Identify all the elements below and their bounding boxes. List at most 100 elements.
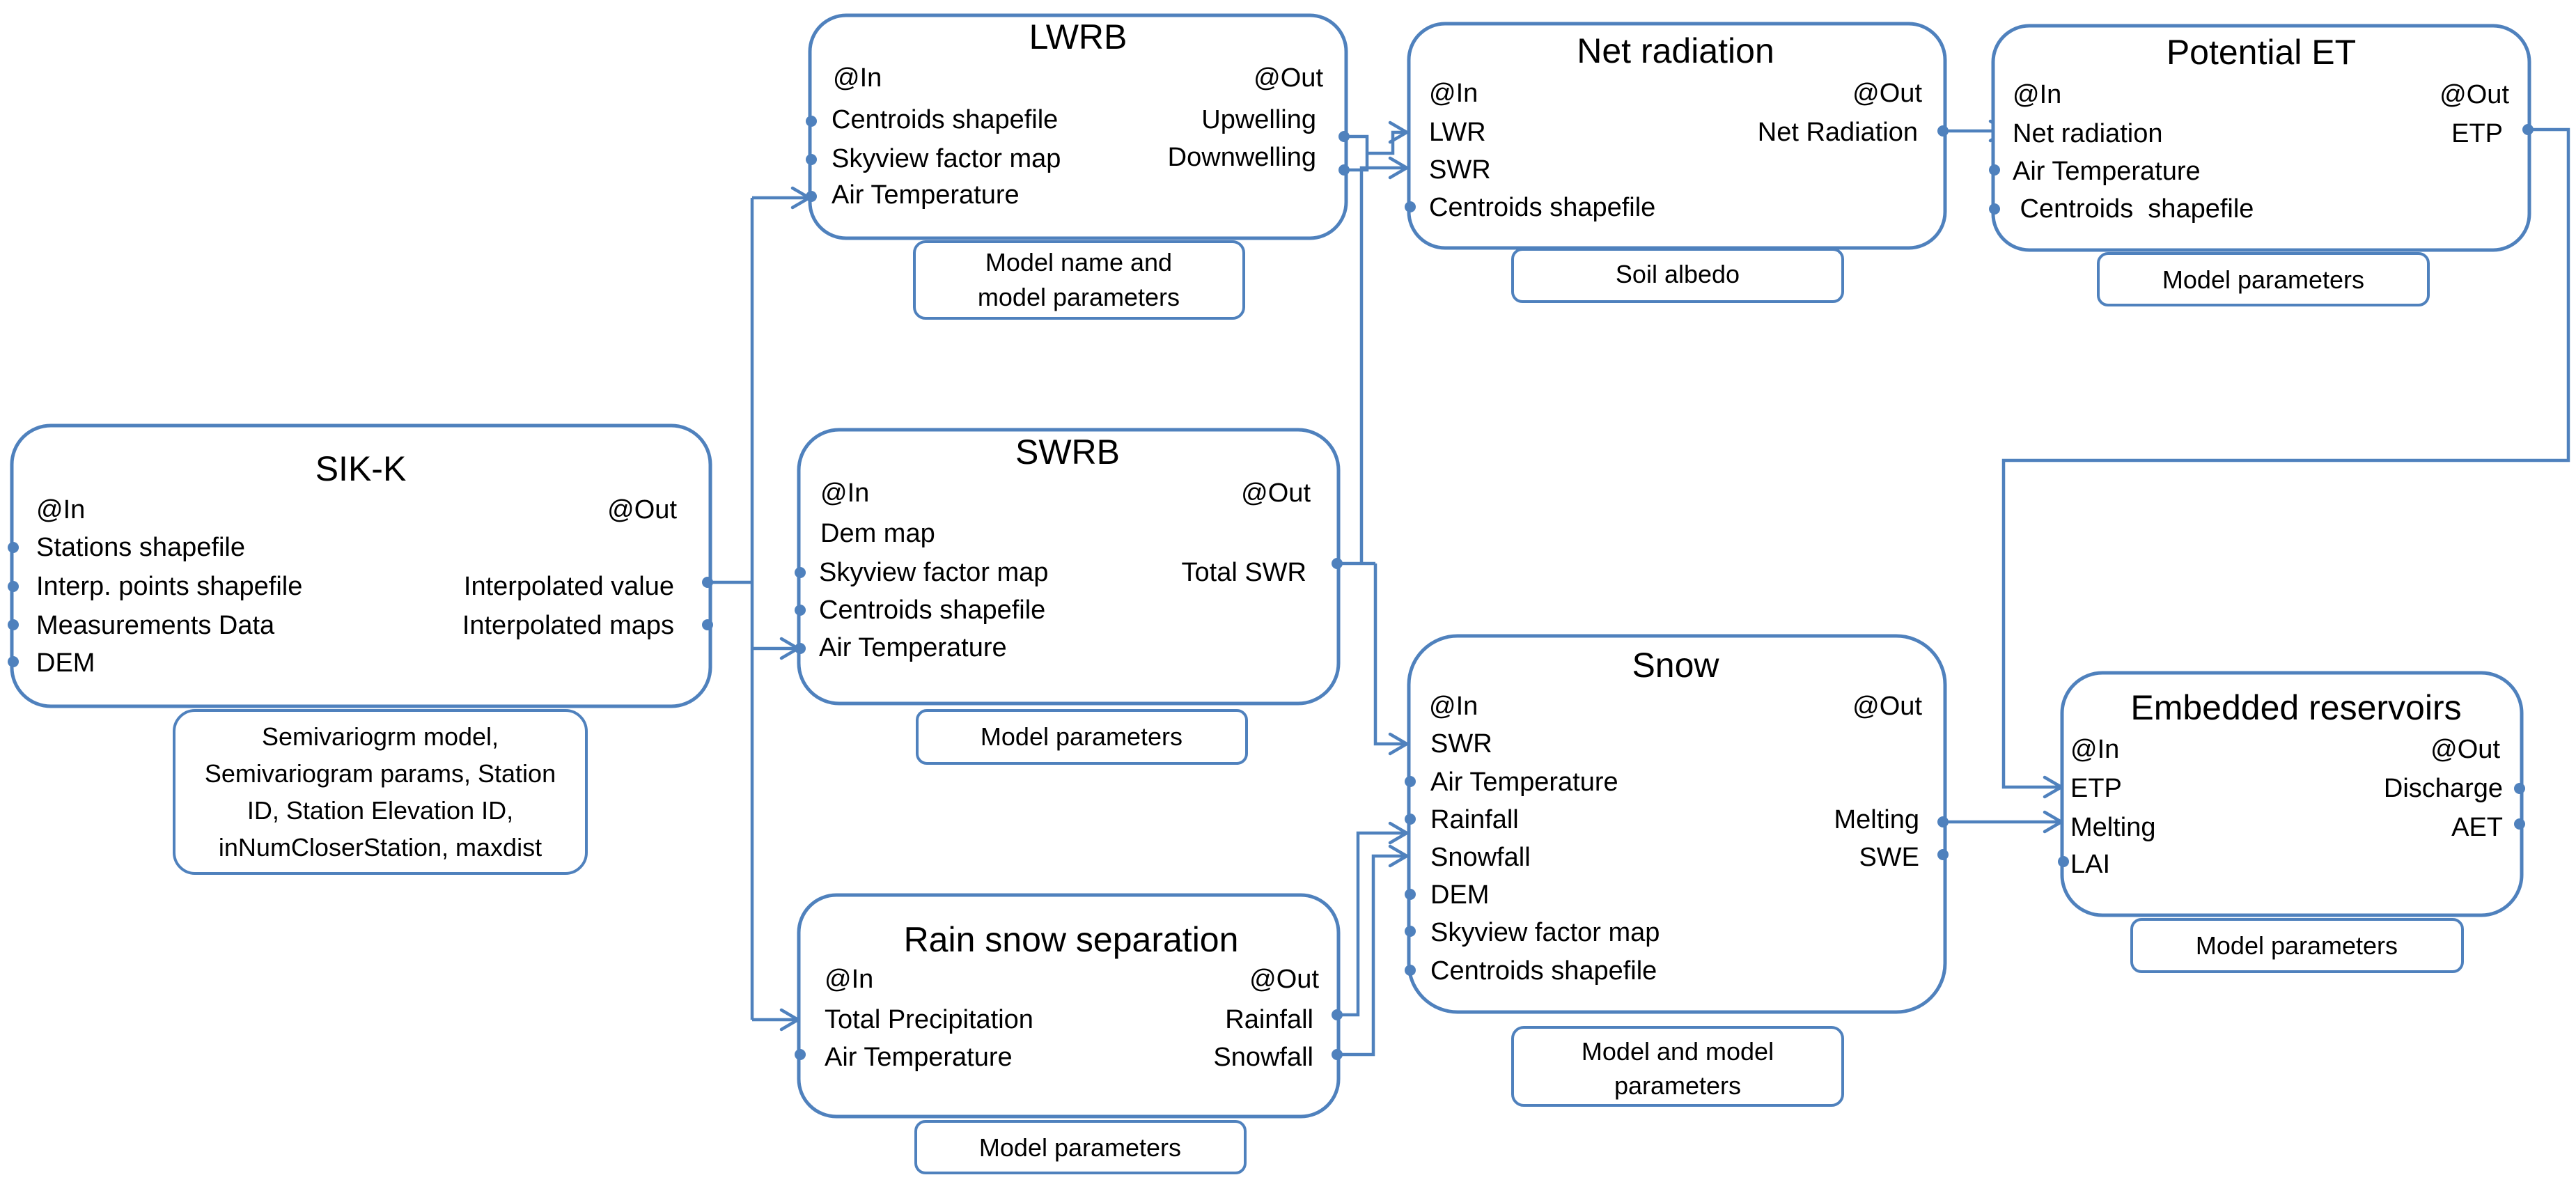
snow-title: Snow <box>1632 646 1719 685</box>
output-port[interactable] <box>702 577 713 588</box>
lwrb-out-header: @Out <box>1254 63 1323 93</box>
snow-input: SWR <box>1430 729 1492 759</box>
net-radiation-params-line: Soil albedo <box>1616 260 1740 288</box>
sikk-input: Measurements Data <box>36 611 275 640</box>
potential-et-params-line: Model parameters <box>2162 265 2364 294</box>
output-port[interactable] <box>2514 818 2525 830</box>
net-radiation-params-box <box>1511 248 1844 303</box>
connector-rainfall-to-snow <box>1337 831 1405 1017</box>
output-port[interactable] <box>1937 125 1949 137</box>
input-port[interactable] <box>806 154 817 165</box>
potential-et-params[interactable]: Model parameters <box>2097 252 2430 306</box>
net-radiation-params[interactable]: Soil albedo <box>1511 248 1844 303</box>
snow-input: Rainfall <box>1430 805 1519 834</box>
sikk-out-header: @Out <box>607 495 677 524</box>
lwrb-output: Upwelling <box>1201 105 1316 134</box>
component-swrb[interactable]: SWRB @In @Out Dem map Skyview factor map… <box>795 428 1343 706</box>
swrb-input: Dem map <box>820 519 935 548</box>
swrb-params[interactable]: Model parameters <box>916 709 1248 765</box>
component-lwrb[interactable]: LWRB @In @Out Centroids shapefile Skyvie… <box>806 13 1350 240</box>
lwrb-params[interactable]: Model name and model parameters <box>913 240 1245 320</box>
swrb-in-header: @In <box>820 479 869 508</box>
input-port[interactable] <box>1405 965 1416 976</box>
connectors <box>705 119 2570 1057</box>
input-port[interactable] <box>2058 856 2069 867</box>
potential-et-output: ETP <box>2451 119 2503 148</box>
net-radiation-input: SWR <box>1429 155 1491 185</box>
snow-output: SWE <box>1859 843 1919 872</box>
snow-in-header: @In <box>1429 692 1478 721</box>
component-snow[interactable]: Snow @In @Out SWR Air Temperature Rainfa… <box>1405 634 1949 1014</box>
output-port[interactable] <box>1338 131 1350 142</box>
connector-lwrb-to-net-radiation <box>1367 130 1405 155</box>
sikk-params-line: Semivariogrm model, <box>262 722 499 751</box>
input-port[interactable] <box>1405 926 1416 937</box>
input-port[interactable] <box>795 1049 806 1060</box>
snow-params[interactable]: Model and model parameters <box>1511 1026 1844 1107</box>
swrb-input: Skyview factor map <box>819 558 1048 587</box>
reservoirs-params[interactable]: Model parameters <box>2130 918 2464 973</box>
input-port[interactable] <box>1405 776 1416 787</box>
output-port[interactable] <box>1332 558 1343 569</box>
input-port[interactable] <box>806 116 817 127</box>
input-port[interactable] <box>8 619 19 630</box>
rain-snow-out-header: @Out <box>1249 965 1319 994</box>
rain-snow-output: Snowfall <box>1213 1043 1313 1072</box>
input-port[interactable] <box>1405 889 1416 900</box>
reservoirs-title: Embedded reservoirs <box>2130 688 2461 727</box>
input-port[interactable] <box>795 643 806 654</box>
snow-params-line: parameters <box>1614 1071 1741 1100</box>
component-embedded-reservoirs[interactable]: Embedded reservoirs @In @Out ETP Melting… <box>2058 671 2525 917</box>
input-port[interactable] <box>806 191 817 202</box>
input-port[interactable] <box>8 542 19 553</box>
arrowhead <box>1388 821 1409 845</box>
swrb-params-line: Model parameters <box>981 722 1182 751</box>
input-port[interactable] <box>1405 814 1416 825</box>
net-radiation-in-header: @In <box>1429 79 1478 108</box>
component-net-radiation[interactable]: Net radiation @In @Out LWR SWR Centroids… <box>1405 22 1949 250</box>
potential-et-box <box>1991 24 2531 252</box>
reservoirs-output: Discharge <box>2384 774 2503 803</box>
output-port[interactable] <box>1332 1009 1343 1020</box>
output-port[interactable] <box>702 619 713 630</box>
input-port[interactable] <box>1405 201 1416 212</box>
output-port[interactable] <box>1937 816 1949 827</box>
input-port[interactable] <box>795 567 806 578</box>
output-port[interactable] <box>2522 124 2534 135</box>
swrb-params-box <box>916 709 1248 765</box>
input-port[interactable] <box>1989 203 2000 215</box>
rain-snow-params-box <box>914 1120 1247 1174</box>
arrowhead <box>1388 844 1409 868</box>
component-rain-snow-separation[interactable]: Rain snow separation @In @Out Total Prec… <box>795 893 1343 1119</box>
rain-snow-params[interactable]: Model parameters <box>914 1120 1247 1174</box>
sikk-title: SIK-K <box>315 449 407 488</box>
input-port[interactable] <box>8 656 19 667</box>
input-port[interactable] <box>795 605 806 616</box>
lwrb-input: Air Temperature <box>832 180 1020 210</box>
rain-snow-input: Total Precipitation <box>825 1005 1033 1034</box>
net-radiation-input: Centroids shapefile <box>1429 193 1655 222</box>
net-radiation-input: LWR <box>1429 118 1486 147</box>
lwrb-params-line: Model name and <box>985 248 1172 277</box>
reservoirs-in-header: @In <box>2070 735 2119 764</box>
sikk-params[interactable]: Semivariogrm model, Semivariogram params… <box>173 709 588 875</box>
output-port[interactable] <box>2514 783 2525 794</box>
input-port[interactable] <box>1989 164 2000 176</box>
rain-snow-input: Air Temperature <box>825 1043 1013 1072</box>
net-radiation-output: Net Radiation <box>1758 118 1918 147</box>
lwrb-params-box <box>913 240 1245 320</box>
component-sikk[interactable]: SIK-K @In @Out Stations shapefile Interp… <box>8 423 713 708</box>
reservoirs-input: LAI <box>2070 850 2110 879</box>
snow-input: DEM <box>1430 880 1489 910</box>
output-port[interactable] <box>1332 1049 1343 1060</box>
potential-et-title: Potential ET <box>2167 33 2356 72</box>
output-port[interactable] <box>1937 849 1949 860</box>
input-port[interactable] <box>8 581 19 592</box>
reservoirs-input: ETP <box>2070 774 2122 803</box>
output-port[interactable] <box>1338 164 1350 176</box>
swrb-output: Total SWR <box>1182 558 1306 587</box>
component-potential-et[interactable]: Potential ET @In @Out Net radiation Air … <box>1989 24 2534 252</box>
rain-snow-box <box>797 893 1341 1119</box>
connector-etp-to-reservoirs <box>2001 127 2570 789</box>
